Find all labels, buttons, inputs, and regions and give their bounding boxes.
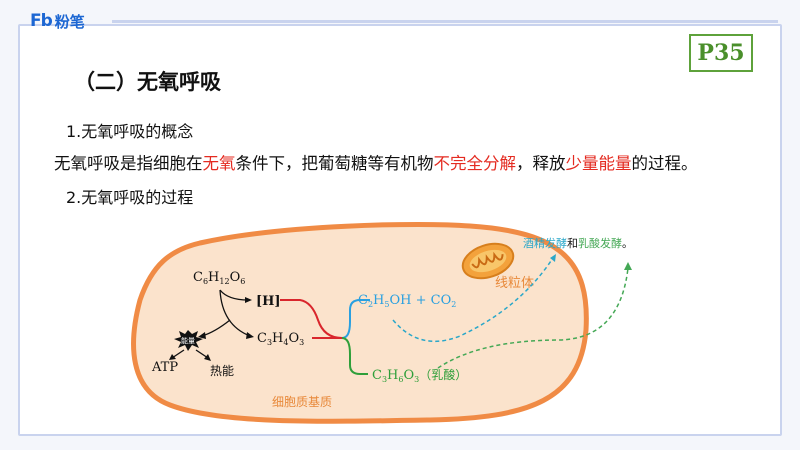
cell-outline [131, 221, 589, 424]
ethanol-co2-sub: 2 [451, 300, 456, 309]
h-label: [H] [256, 294, 281, 309]
lactic-o-sub: 3 [414, 375, 419, 384]
definition-part: 无氧呼吸是指细胞在 [54, 154, 203, 173]
glucose-h-sub: 12 [219, 277, 229, 286]
pyruvate-h: H [272, 331, 283, 346]
brand-name: 粉笔 [54, 12, 85, 31]
pyruvate-o-sub: 3 [299, 338, 304, 347]
pyruvate-c: C [257, 331, 267, 346]
pyruvate-h-sub: 4 [283, 338, 288, 347]
mitochondria-label: 线粒体 [495, 276, 534, 291]
definition-highlight: 不完全分解 [433, 154, 517, 173]
glucose-c-sub: 6 [203, 277, 208, 286]
arrowhead [550, 254, 556, 262]
arrowhead [624, 262, 632, 270]
header-divider [112, 20, 778, 23]
definition-highlight: 无氧 [202, 154, 236, 173]
blue-branch [341, 299, 370, 339]
arrow-glucose-to-h [219, 289, 249, 301]
lactic-c-sub: 3 [382, 375, 387, 384]
mitochondrion-icon [461, 242, 515, 280]
note-and: 和 [567, 237, 578, 250]
ethanol-formula: C2H5OH + CO2 [358, 293, 456, 309]
definition-part: ，释放 [516, 154, 566, 173]
glucose-o: O [230, 270, 241, 285]
lactic-h-sub: 6 [398, 375, 403, 384]
glucose-c: C [193, 270, 203, 285]
heading-process: 2.无氧呼吸的过程 [66, 188, 194, 207]
ethanol-c-sub: 2 [368, 300, 373, 309]
heading-concept: 1.无氧呼吸的概念 [66, 122, 194, 141]
arrowhead [245, 297, 252, 303]
ethanol-h: H [373, 293, 384, 308]
pyruvate-formula: C3H4O3 [257, 331, 304, 347]
heat-label: 热能 [210, 364, 234, 378]
green-branch [341, 337, 368, 375]
dashed-arrow-alcohol [392, 257, 554, 343]
definition-text: 无氧呼吸是指细胞在无氧条件下，把葡萄糖等有机物不完全分解，释放少量能量的过程。 [54, 150, 698, 174]
lactic-name: （乳酸） [419, 367, 467, 382]
glucose-h: H [208, 270, 219, 285]
pyruvate-o: O [288, 331, 299, 346]
pyruvate-c-sub: 3 [267, 338, 272, 347]
dashed-arrow-lactic [437, 267, 629, 369]
note-end: 。 [622, 237, 633, 250]
red-connector [280, 299, 343, 339]
arrowhead [198, 332, 206, 339]
arrow-glucose-to-pyruvate [219, 289, 251, 337]
energy-burst-icon: 能量 [174, 330, 203, 351]
cytoplasm-label: 细胞质基质 [272, 395, 332, 409]
definition-part: 的过程。 [631, 154, 698, 173]
page-number-badge: P35 [689, 34, 753, 72]
ethanol-rest: OH + CO [389, 293, 451, 308]
arrowhead [204, 354, 211, 361]
arrowhead [246, 332, 254, 339]
definition-highlight: 少量能量 [565, 154, 632, 173]
lactic-o: O [403, 368, 414, 383]
glucose-o-sub: 6 [240, 277, 245, 286]
definition-part: 条件下，把葡萄糖等有机物 [235, 154, 434, 173]
atp-label: ATP [151, 360, 178, 375]
ethanol-h-sub: 5 [384, 300, 389, 309]
lactic-formula: C3H6O3（乳酸） [372, 367, 467, 384]
brand-logo: Fb 粉笔 [30, 10, 85, 32]
fermentation-note: 酒精发酵和乳酸发酵。 [523, 236, 633, 250]
glucose-formula: C6H12O6 [193, 270, 245, 286]
note-lactic: 乳酸发酵 [578, 236, 622, 250]
arrowhead [169, 354, 176, 360]
energy-label: 能量 [181, 336, 195, 345]
lactic-h: H [387, 368, 398, 383]
brand-logo-mark: Fb [30, 11, 53, 31]
ethanol-c: C [358, 293, 368, 308]
lactic-c: C [372, 368, 382, 383]
note-alcohol: 酒精发酵 [523, 236, 567, 250]
section-title: （二）无氧呼吸 [74, 70, 221, 94]
